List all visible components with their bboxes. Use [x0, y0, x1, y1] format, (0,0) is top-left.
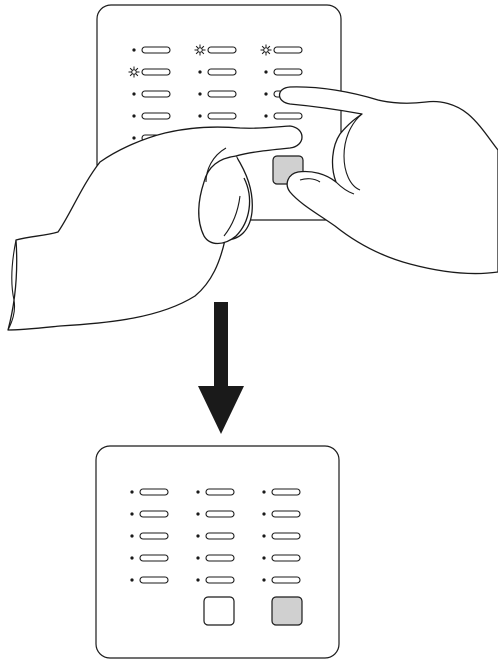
led-lit-icon [261, 45, 272, 56]
led-off-dot [264, 70, 267, 73]
left-button [204, 597, 234, 625]
led-off-dot [264, 114, 267, 117]
led-off-dot [198, 70, 201, 73]
led-off-dot [262, 556, 265, 559]
led-off-dot [130, 512, 133, 515]
led-off-dot [132, 92, 135, 95]
led-off-dot [132, 136, 135, 139]
panel-after [96, 446, 339, 658]
arrow-shaft [214, 302, 228, 388]
led-off-dot [196, 578, 199, 581]
led-off-dot [196, 534, 199, 537]
led-off-dot [130, 490, 133, 493]
led-off-dot [264, 92, 267, 95]
down-arrow [198, 302, 244, 434]
led-off-dot [196, 490, 199, 493]
led-off-dot [130, 578, 133, 581]
led-off-dot [196, 512, 199, 515]
led-off-dot [262, 534, 265, 537]
led-off-dot [198, 114, 201, 117]
led-off-dot [262, 490, 265, 493]
led-off-dot [262, 512, 265, 515]
right-button [272, 597, 302, 625]
led-off-dot [196, 556, 199, 559]
led-lit-icon [129, 67, 140, 78]
led-off-dot [130, 556, 133, 559]
led-lit-icon [195, 45, 206, 56]
arrow-head [198, 386, 244, 434]
led-off-dot [132, 114, 135, 117]
led-off-dot [130, 534, 133, 537]
led-off-dot [198, 92, 201, 95]
led-off-dot [262, 578, 265, 581]
panel-after-frame [96, 446, 339, 658]
led-off-dot [132, 48, 135, 51]
